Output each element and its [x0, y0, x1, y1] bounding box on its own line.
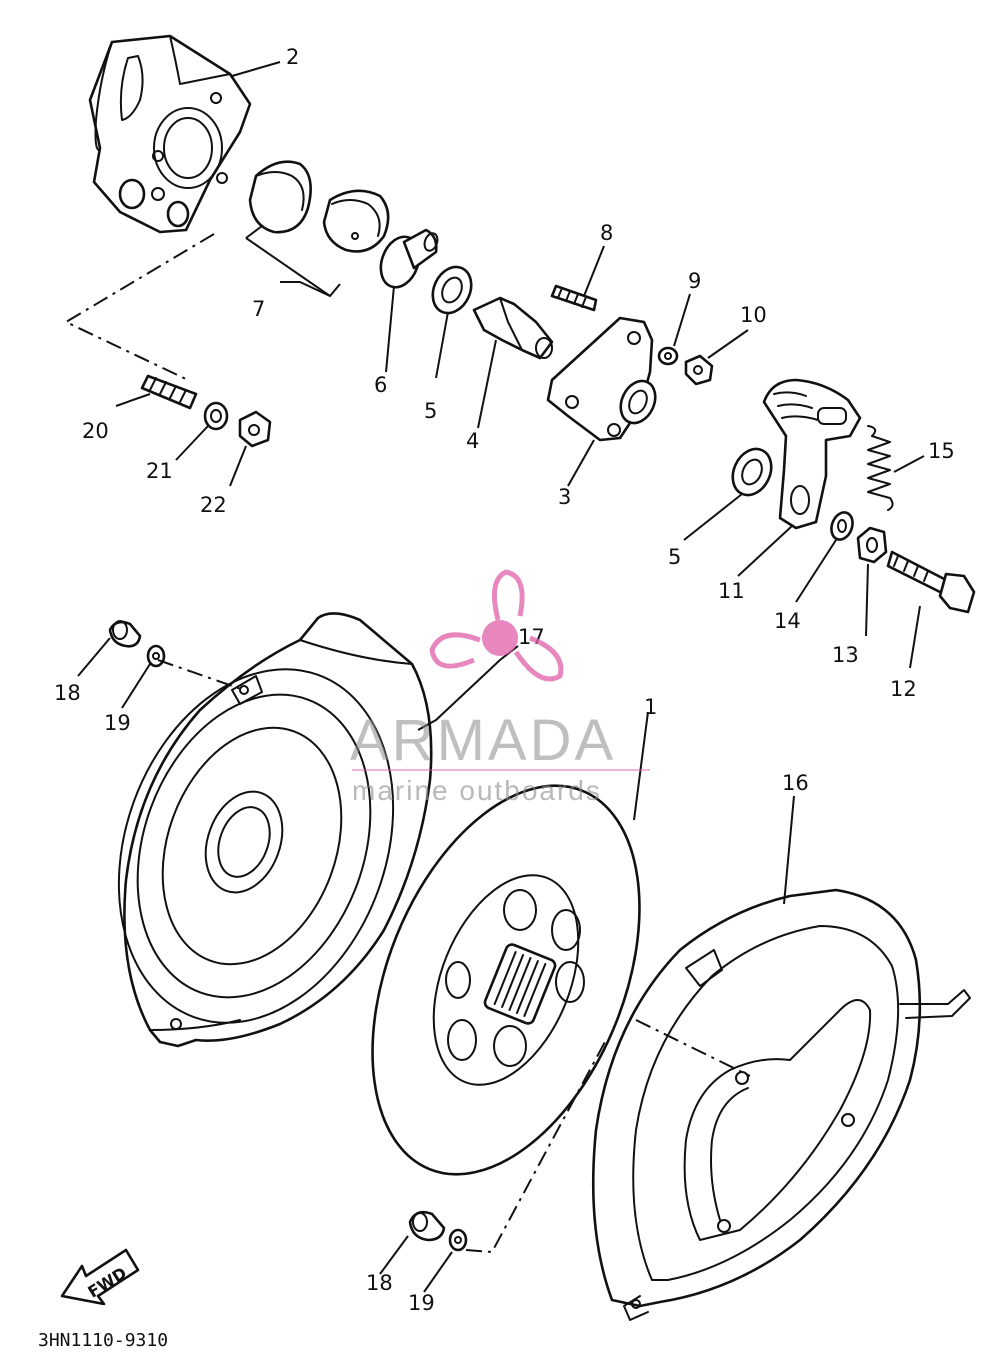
label-part-7: 7	[252, 297, 265, 321]
diagram-code: 3HN1110-9310	[38, 1330, 168, 1351]
label-part-11: 11	[718, 579, 745, 603]
part-7-seals	[248, 160, 390, 253]
part-17-cover	[117, 612, 433, 1048]
part-21-washer	[203, 401, 229, 431]
part-16-shroud	[591, 888, 971, 1321]
part-19-washer-upper	[146, 644, 166, 668]
part-19-washer-lower	[448, 1228, 468, 1252]
label-part-20: 20	[82, 419, 109, 443]
part-12-bolt	[886, 550, 976, 614]
propeller-hub-icon	[482, 620, 518, 656]
part-18-bolt-upper	[108, 620, 142, 648]
propeller-blade-icon	[429, 632, 481, 669]
label-part-1: 1	[644, 695, 657, 719]
label-part-3: 3	[558, 485, 571, 509]
label-part-21: 21	[146, 459, 173, 483]
label-part-19-lower: 19	[408, 1291, 435, 1315]
part-11-lever	[762, 378, 862, 530]
part-15-spring	[867, 425, 894, 511]
label-part-13: 13	[832, 643, 859, 667]
watermark-tagline: marine outboards	[352, 775, 602, 806]
propeller-blade-icon	[513, 635, 564, 682]
fwd-arrow-icon: FWD	[60, 1248, 140, 1306]
label-part-15: 15	[928, 439, 955, 463]
part-14-washer	[830, 511, 854, 541]
part-13-collar	[856, 526, 888, 564]
label-part-10: 10	[740, 303, 767, 327]
label-part-8: 8	[600, 221, 613, 245]
propeller-blade-icon	[491, 569, 525, 621]
label-part-6: 6	[374, 373, 387, 397]
label-part-9: 9	[688, 269, 701, 293]
part-18-bolt-lower	[408, 1210, 446, 1242]
label-part-22: 22	[200, 493, 227, 517]
label-part-5-upper: 5	[424, 399, 437, 423]
label-part-19-upper: 19	[104, 711, 131, 735]
label-part-2: 2	[286, 45, 299, 69]
part-3-plate	[546, 316, 657, 442]
label-part-14: 14	[774, 609, 801, 633]
label-part-5-lower: 5	[668, 545, 681, 569]
part-2-housing	[88, 34, 252, 234]
label-part-4: 4	[466, 429, 479, 453]
part-22-nut	[238, 410, 272, 448]
part-10-nut	[684, 354, 714, 386]
label-part-18-upper: 18	[54, 681, 81, 705]
watermark-brand: ARMADA	[350, 708, 616, 773]
label-part-16: 16	[782, 771, 809, 795]
part-8-stud	[550, 284, 598, 312]
part-5-bearing-upper	[431, 265, 473, 315]
part-4-cam	[472, 296, 554, 360]
label-part-12: 12	[890, 677, 917, 701]
part-6-shaft	[379, 228, 439, 289]
part-9-washer	[657, 346, 679, 366]
part-1-disc	[371, 784, 641, 1176]
label-part-18-lower: 18	[366, 1271, 393, 1295]
propeller-logo-icon	[429, 569, 564, 682]
part-number-labels: 2 7 6 5 4 8 9 10 3 15 5 11 14 13 12 20 2…	[54, 45, 955, 1315]
armada-watermark: ARMADA marine outboards	[350, 569, 650, 806]
part-5-bearing-lower	[731, 447, 773, 497]
part-20-stud	[140, 374, 198, 410]
